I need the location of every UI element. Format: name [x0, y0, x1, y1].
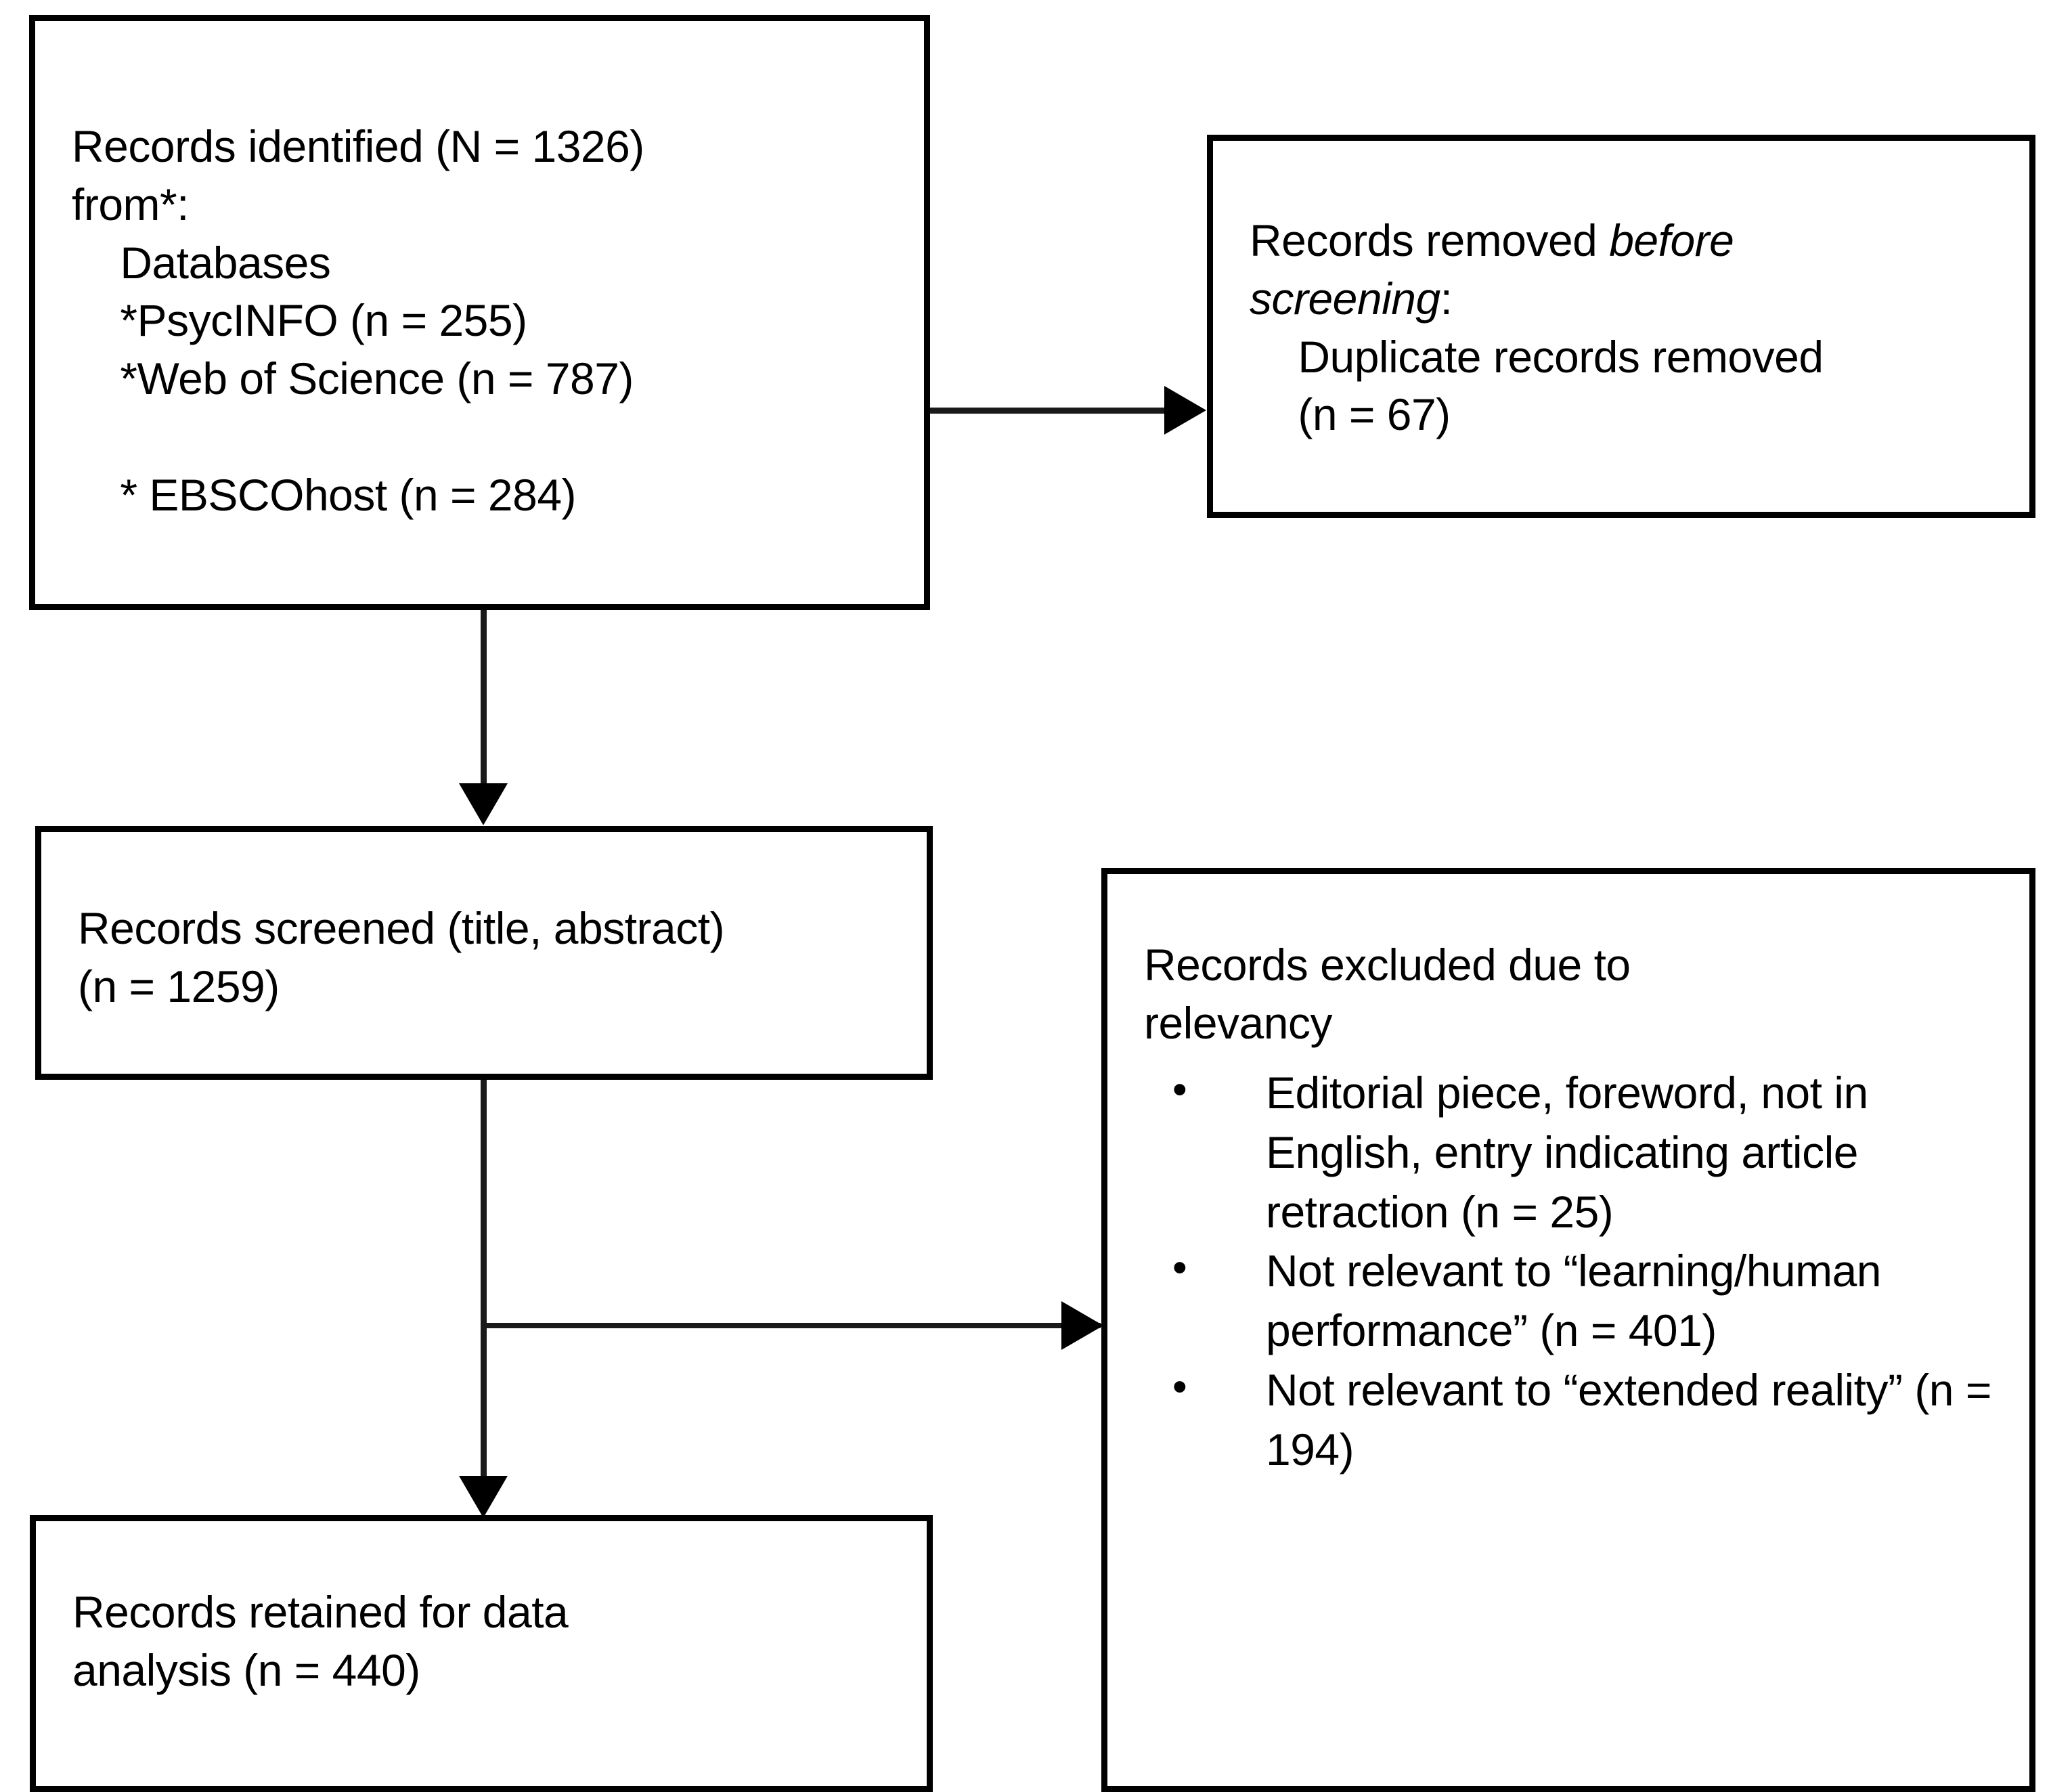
connector-screened-to-retained-line — [481, 1080, 487, 1479]
records-identified-text: Records identified (N = 1326) from*: Dat… — [72, 121, 644, 520]
records-retained-box: Records retained for data analysis (n = … — [30, 1515, 933, 1792]
connector-identified-to-screened-line — [481, 610, 487, 785]
before-italic: before — [1609, 215, 1734, 265]
records-removed-before-screening-text: Records removed before screening: Duplic… — [1250, 215, 1824, 440]
records-excluded-box: Records excluded due to relevancy Editor… — [1101, 868, 2035, 1792]
connector-screened-to-excluded-arrowhead — [1061, 1301, 1103, 1350]
connector-identified-to-screened-arrowhead — [459, 783, 508, 825]
records-excluded-heading: Records excluded due to relevancy — [1144, 940, 1631, 1048]
screening-italic: screening — [1250, 273, 1440, 324]
connector-screened-to-retained-arrowhead — [459, 1476, 508, 1518]
records-screened-text: Records screened (title, abstract) (n = … — [78, 903, 725, 1011]
records-excluded-bullet-list: Editorial piece, foreword, not in Englis… — [1144, 1062, 2010, 1480]
records-removed-before-screening-box: Records removed before screening: Duplic… — [1207, 135, 2035, 518]
records-identified-box: Records identified (N = 1326) from*: Dat… — [29, 15, 930, 610]
records-retained-text: Records retained for data analysis (n = … — [72, 1587, 569, 1695]
list-item: Not relevant to “extended reality” (n = … — [1144, 1359, 2010, 1480]
records-screened-box: Records screened (title, abstract) (n = … — [35, 826, 933, 1080]
list-item: Not relevant to “learning/human performa… — [1144, 1240, 2010, 1361]
list-item: Editorial piece, foreword, not in Englis… — [1144, 1062, 2010, 1242]
connector-identified-to-removed-arrowhead — [1164, 386, 1206, 435]
connector-identified-to-removed-line — [930, 408, 1166, 414]
connector-screened-to-excluded-line — [483, 1323, 1101, 1328]
